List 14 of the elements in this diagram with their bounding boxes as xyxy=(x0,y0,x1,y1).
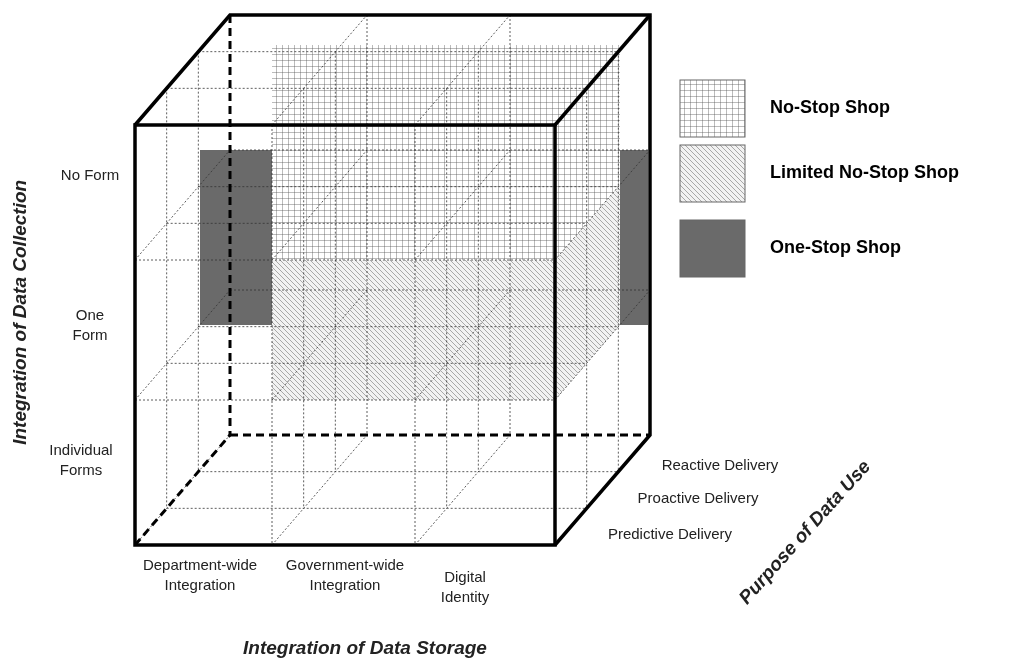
axis-title: Integration of Data Storage xyxy=(242,636,488,660)
row-label: Individual Forms xyxy=(48,440,114,479)
column-label: Digital Identity xyxy=(439,567,491,606)
column-label: Government-wide Integration xyxy=(285,555,405,594)
column-label: Department-wide Integration xyxy=(141,555,259,594)
row-label: One Form xyxy=(71,305,109,344)
depth-label: Proactive Delivery xyxy=(636,488,760,508)
axis-title: Integration of Data Collection xyxy=(7,178,31,447)
row-label: No Form xyxy=(60,165,120,185)
legend-label: No-Stop Shop xyxy=(770,97,890,118)
depth-label: Predictive Delivery xyxy=(606,524,734,544)
depth-label: Reactive Delivery xyxy=(660,455,780,475)
legend-label: Limited No-Stop Shop xyxy=(770,162,959,183)
legend-label: One-Stop Shop xyxy=(770,237,901,258)
